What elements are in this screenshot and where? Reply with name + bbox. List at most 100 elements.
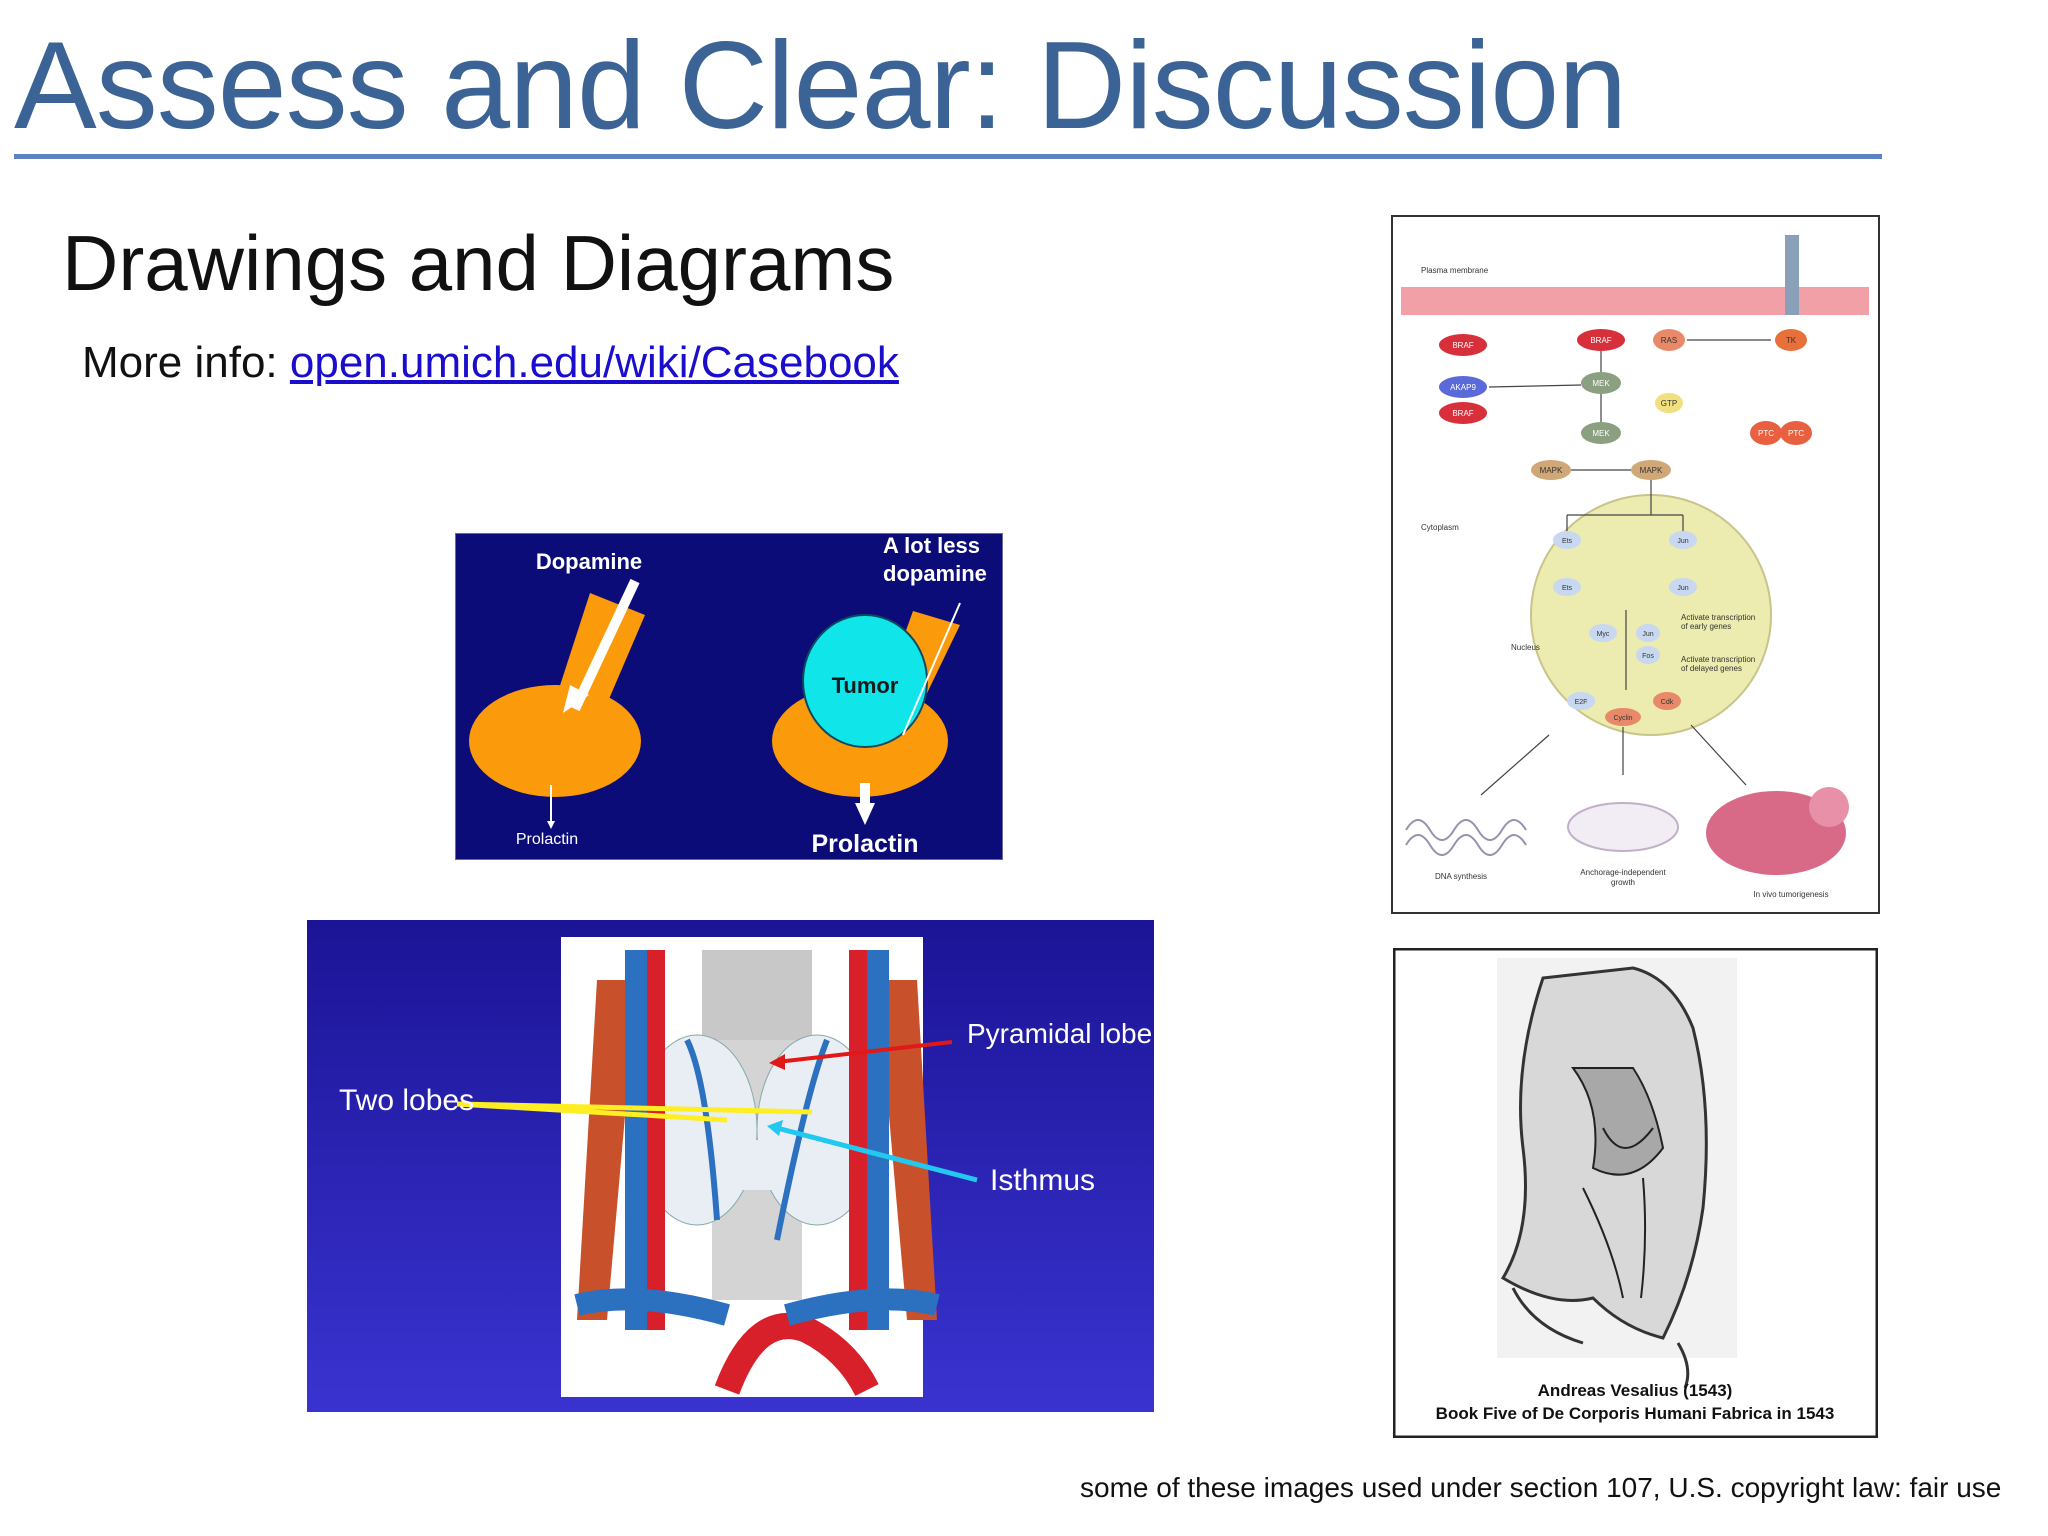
less-dopamine-arrow xyxy=(902,602,961,736)
node-label: MAPK xyxy=(1640,466,1663,475)
copyright-footer: some of these images used under section … xyxy=(1080,1472,2002,1503)
ets-node-2 xyxy=(1553,578,1581,596)
prolactin-small-label: Prolactin xyxy=(516,831,578,848)
pyramidal-label: Pyramidal lobe xyxy=(967,1018,1152,1049)
fos-node xyxy=(1636,646,1660,664)
node-label: PTC xyxy=(1758,429,1774,438)
early-genes-label-1: Activate transcription xyxy=(1681,613,1755,622)
node-label: RAS xyxy=(1661,336,1677,345)
delayed-genes-label-2: of delayed genes xyxy=(1681,664,1742,673)
vesalius-drawing: Andreas Vesalius (1543) Book Five of De … xyxy=(1393,948,1878,1438)
isthmus-tissue xyxy=(717,1140,797,1190)
node-label: GTP xyxy=(1661,399,1677,408)
node-label: BRAF xyxy=(1590,336,1611,345)
more-info-line: More info: open.umich.edu/wiki/Casebook xyxy=(82,338,899,388)
node-label: Ets xyxy=(1562,585,1573,592)
prolactin-large-label: Prolactin xyxy=(812,830,919,858)
mapk-node-2 xyxy=(1631,460,1671,480)
isthmus-arrow xyxy=(776,1125,978,1183)
signaling-pathway-diagram: Plasma membrane Cytoplasm Nucleus BRAF B… xyxy=(1391,215,1880,914)
mapk-node-1 xyxy=(1531,460,1571,480)
node-label: AKAP9 xyxy=(1450,383,1476,392)
tumorigenesis-label: In vivo tumorigenesis xyxy=(1753,890,1828,899)
node-label: MAPK xyxy=(1540,466,1563,475)
akap9-node xyxy=(1439,376,1487,398)
nucleus-label: Nucleus xyxy=(1511,643,1540,652)
braf-node-2 xyxy=(1577,329,1625,351)
ras-node xyxy=(1653,329,1685,351)
node-label: Jun xyxy=(1642,631,1653,638)
dopamine-label: Dopamine xyxy=(536,549,642,574)
large-prolactin-arrow-head xyxy=(855,803,875,825)
anchorage-label-1: Anchorage-independent xyxy=(1580,868,1666,877)
node-label: BRAF xyxy=(1452,409,1473,418)
receptor xyxy=(1785,235,1799,315)
right-muscle xyxy=(877,980,937,1320)
cytoplasm-label: Cytoplasm xyxy=(1421,523,1459,532)
less-dopamine-label-2: dopamine xyxy=(883,561,987,586)
pathway-connectors xyxy=(1480,339,1771,796)
tk-node xyxy=(1775,329,1807,351)
node-label: Cdk xyxy=(1661,699,1674,706)
vesalius-caption-2: Book Five of De Corporis Humani Fabrica … xyxy=(1436,1404,1835,1423)
aortic-arch xyxy=(714,1313,879,1397)
jun-node-1 xyxy=(1669,531,1697,549)
jun-node-2 xyxy=(1669,578,1697,596)
subclavian-veins xyxy=(574,1288,940,1326)
mek-node-2 xyxy=(1581,422,1621,444)
left-jugular xyxy=(625,950,647,1330)
pyramidal-arrow xyxy=(776,1040,953,1064)
plasma-membrane-label: Plasma membrane xyxy=(1421,266,1489,275)
node-label: MEK xyxy=(1592,429,1610,438)
tumor-label: Tumor xyxy=(832,673,899,698)
isthmus-arrow-head xyxy=(767,1120,783,1136)
slide-subtitle: Drawings and Diagrams xyxy=(62,219,895,307)
node-label: BRAF xyxy=(1452,341,1473,350)
dna-synthesis-label: DNA synthesis xyxy=(1435,872,1487,881)
braf-node-3 xyxy=(1439,402,1487,424)
title-underline xyxy=(14,154,1882,159)
dopamine-arrow xyxy=(570,578,640,712)
anchorage-label-2: growth xyxy=(1611,878,1635,887)
pathway-nodes: BRAF BRAF RAS TK AKAP9 BRAF MEK GTP MEK … xyxy=(1439,329,1812,726)
delayed-genes-label-1: Activate transcription xyxy=(1681,655,1755,664)
braf-node-1 xyxy=(1439,334,1487,356)
abdominal-cavity xyxy=(1571,1067,1665,1176)
node-label: Ets xyxy=(1562,538,1573,545)
ets-node-1 xyxy=(1553,531,1581,549)
thyroid-diagram: Pyramidal lobe Two lobes Isthmus xyxy=(307,920,1154,1412)
node-label: Fos xyxy=(1642,653,1654,660)
jun-node-3 xyxy=(1636,624,1660,642)
isthmus-label: Isthmus xyxy=(990,1164,1095,1197)
myc-node xyxy=(1589,624,1617,642)
larynx xyxy=(702,950,812,1040)
ptc-node-2 xyxy=(1780,421,1812,445)
left-gland xyxy=(469,685,641,797)
e2f-node xyxy=(1567,692,1595,710)
dopamine-arrow-head xyxy=(563,685,589,713)
culture-dish xyxy=(1567,802,1679,852)
early-genes-label-2: of early genes xyxy=(1681,622,1731,631)
thyroid-veins xyxy=(684,1038,830,1241)
more-info-label: More info: xyxy=(82,338,290,387)
ptc-node-1 xyxy=(1750,421,1782,445)
mouse-head xyxy=(1809,787,1849,827)
node-label: E2F xyxy=(1575,699,1588,706)
less-dopamine-label-1: A lot less xyxy=(883,533,980,558)
node-label: TK xyxy=(1786,336,1797,345)
gtp-node xyxy=(1655,393,1683,413)
mek-node-1 xyxy=(1581,372,1621,394)
cyclin-node xyxy=(1605,708,1641,726)
right-carotid xyxy=(849,950,867,1330)
node-label: MEK xyxy=(1592,379,1610,388)
vesalius-caption-1: Andreas Vesalius (1543) xyxy=(1538,1381,1733,1400)
node-label: PTC xyxy=(1788,429,1804,438)
node-label: Cyclin xyxy=(1613,715,1632,722)
left-carotid xyxy=(647,950,665,1330)
dna-strands-2 xyxy=(1405,834,1527,856)
right-jugular xyxy=(867,950,889,1330)
node-label: Jun xyxy=(1677,585,1688,592)
large-prolactin-arrow xyxy=(860,783,870,805)
pituitary-diagram: Dopamine Prolactin Tumor A lot less dopa… xyxy=(455,533,1003,860)
casebook-link[interactable]: open.umich.edu/wiki/Casebook xyxy=(289,338,899,387)
